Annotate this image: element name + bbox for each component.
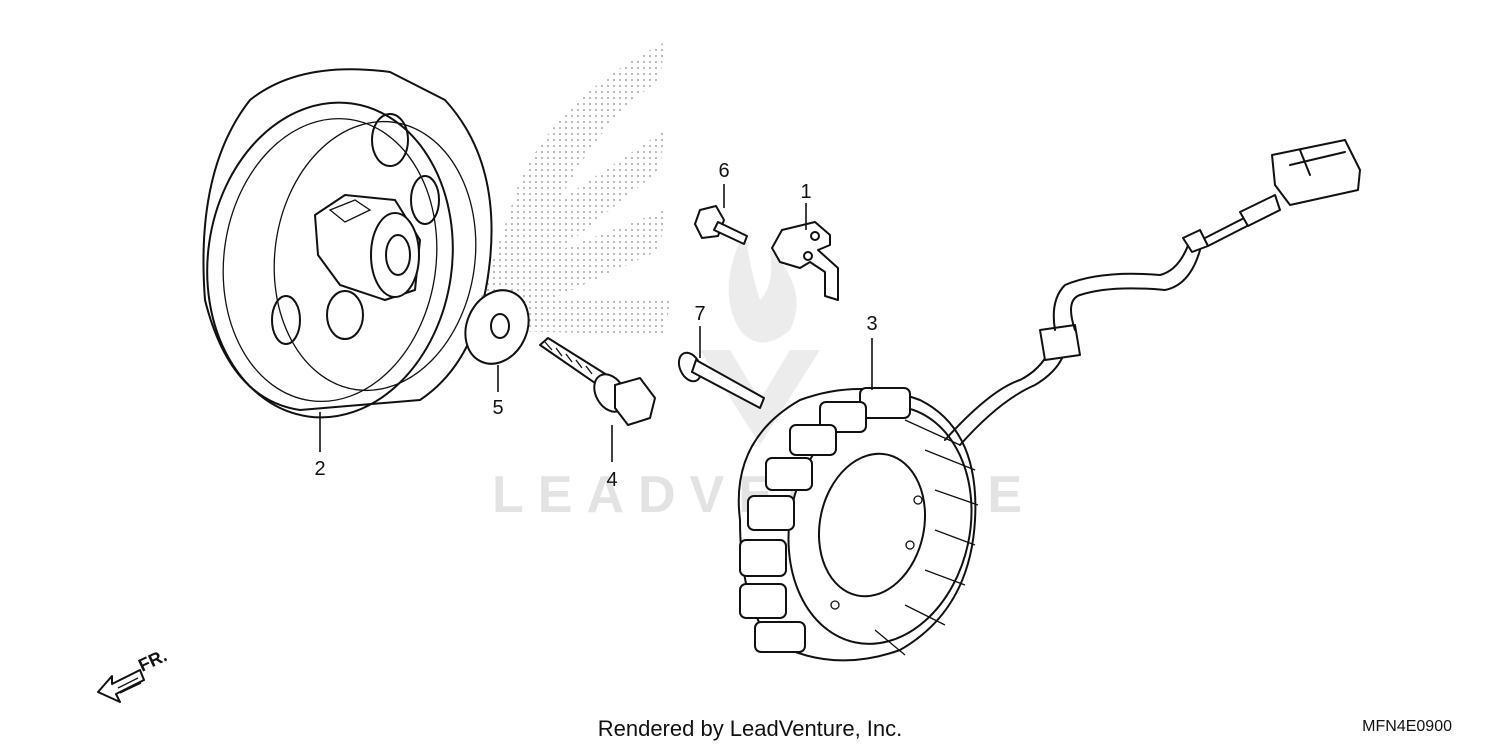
stator-coils: [739, 387, 979, 656]
diagram-code: MFN4E0900: [1362, 718, 1452, 735]
callout-leaders: [319, 184, 873, 462]
rendered-by-credit: Rendered by LeadVenture, Inc.: [597, 716, 903, 741]
stator-bolt-part: [677, 351, 765, 409]
stator-coil-part: [737, 139, 1361, 662]
callout-6: 6: [718, 160, 729, 182]
front-direction-indicator: FR.: [97, 645, 170, 703]
callout-4: 4: [606, 469, 617, 491]
flywheel-bolt-part: [539, 337, 656, 426]
flywheel-part: [202, 68, 493, 419]
wire-clamp-bracket-part: [771, 221, 839, 301]
callout-3: 3: [866, 313, 877, 335]
callout-1: 1: [800, 181, 811, 203]
small-bolt-part: [694, 205, 748, 245]
washer-part: [464, 289, 530, 365]
brand-wing-watermark: [470, 42, 670, 335]
callout-5: 5: [492, 397, 503, 419]
callout-7: 7: [694, 303, 705, 325]
callout-2: 2: [314, 458, 325, 480]
